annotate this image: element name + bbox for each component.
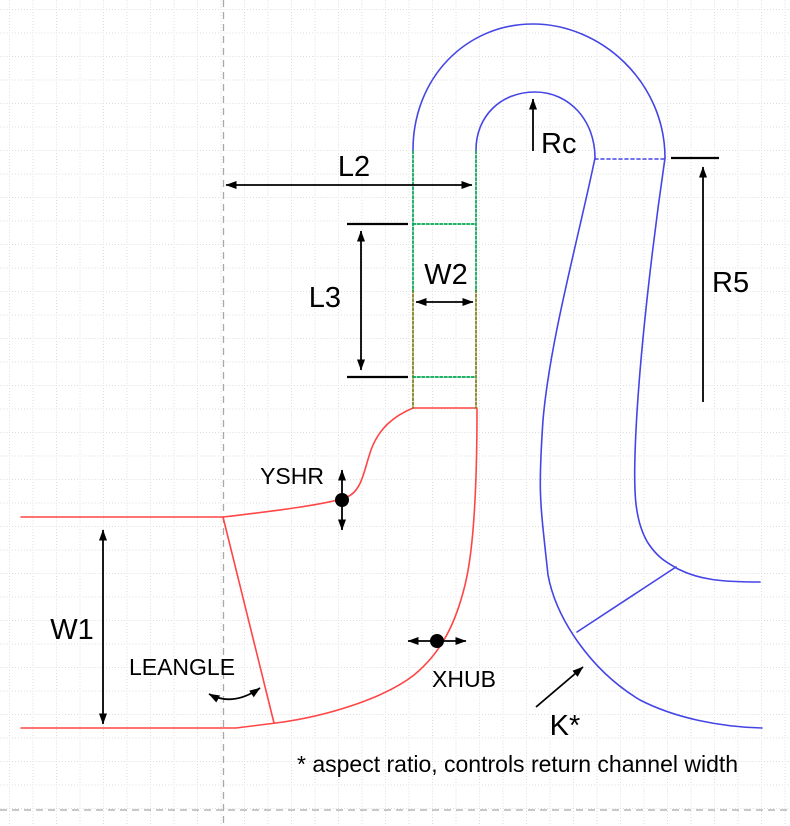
dim-kstar-arrow [535, 666, 584, 708]
label-xhub: XHUB [432, 666, 496, 692]
dim-leangle-arc [208, 687, 261, 703]
leading-edge-line [222, 516, 275, 724]
label-r5: R5 [712, 267, 749, 299]
label-w2: W2 [424, 259, 468, 291]
xhub-control-point [430, 634, 444, 648]
label-l2: L2 [338, 151, 370, 183]
label-l3: L3 [309, 282, 341, 314]
label-w1: W1 [50, 614, 94, 646]
footnote-text: * aspect ratio, controls return channel … [297, 751, 738, 777]
yshr-control-point [335, 493, 349, 507]
bend-inner-arc [475, 91, 596, 159]
shroud-contour [20, 407, 414, 518]
label-kstar: K* [550, 710, 581, 742]
return-channel-inner-wall [539, 157, 763, 729]
return-channel-outer-wall [633, 157, 761, 583]
bend-outer-arc [412, 23, 666, 159]
label-rc: Rc [541, 128, 576, 160]
label-yshr: YSHR [260, 463, 324, 489]
label-leangle: LEANGLE [129, 654, 235, 680]
deswirl-vane-line [576, 566, 677, 633]
